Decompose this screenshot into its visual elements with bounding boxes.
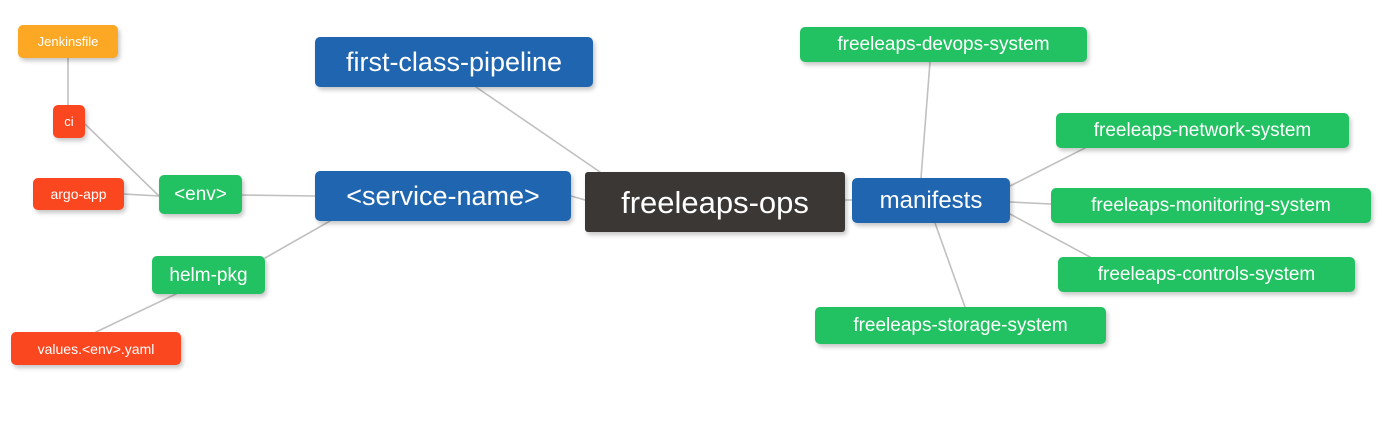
mindmap-node-label: first-class-pipeline: [345, 46, 563, 77]
mindmap-node-label: Jenkinsfile: [37, 34, 99, 49]
mindmap-node-argo-app[interactable]: argo-app: [33, 178, 124, 210]
mindmap-node-label: manifests: [879, 186, 983, 214]
edge-values-env-yaml-to-helm-pkg: [95, 293, 177, 333]
edge-manifests-to-storage-system: [934, 222, 966, 308]
mindmap-node-label: argo-app: [50, 186, 107, 202]
mindmap-node-controls-system[interactable]: freeleaps-controls-system: [1058, 257, 1355, 292]
edge-helm-pkg-to-service-name: [264, 220, 331, 259]
edge-manifests-to-devops-system: [920, 61, 931, 179]
mindmap-node-monitoring-system[interactable]: freeleaps-monitoring-system: [1051, 188, 1371, 223]
mindmap-node-label: freeleaps-network-system: [1093, 120, 1312, 141]
edge-service-name-to-freeleaps-ops: [570, 195, 586, 201]
mindmap-node-label: <env>: [174, 184, 227, 205]
mindmap-node-storage-system[interactable]: freeleaps-storage-system: [815, 307, 1106, 344]
mindmap-node-label: freeleaps-monitoring-system: [1091, 195, 1331, 216]
mindmap-node-first-class-pipeline[interactable]: first-class-pipeline: [315, 37, 593, 87]
mindmap-node-label: freeleaps-controls-system: [1097, 264, 1316, 285]
mindmap-node-label: freeleaps-storage-system: [853, 315, 1068, 336]
mindmap-node-label: freeleaps-ops: [621, 184, 809, 220]
edge-env-to-service-name: [241, 194, 316, 197]
mindmap-node-jenkinsfile[interactable]: Jenkinsfile: [18, 25, 118, 58]
edge-manifests-to-network-system: [1009, 147, 1086, 187]
mindmap-node-label: values.<env>.yaml: [37, 340, 155, 357]
mindmap-node-freeleaps-ops[interactable]: freeleaps-ops: [585, 172, 845, 232]
mindmap-node-label: <service-name>: [346, 180, 540, 211]
mindmap-node-devops-system[interactable]: freeleaps-devops-system: [800, 27, 1087, 62]
edge-first-class-pipeline-to-freeleaps-ops: [475, 86, 601, 173]
mindmap-node-label: freeleaps-devops-system: [837, 34, 1050, 55]
mindmap-node-helm-pkg[interactable]: helm-pkg: [152, 256, 265, 294]
mindmap-node-env[interactable]: <env>: [159, 175, 242, 214]
mindmap-node-label: helm-pkg: [169, 264, 248, 286]
mindmap-node-values-env-yaml[interactable]: values.<env>.yaml: [11, 332, 181, 365]
edge-argo-app-to-env: [123, 193, 160, 197]
mindmap-node-label: ci: [64, 114, 74, 129]
mindmap-node-manifests[interactable]: manifests: [852, 178, 1010, 223]
mindmap-node-network-system[interactable]: freeleaps-network-system: [1056, 113, 1349, 148]
mindmap-node-ci[interactable]: ci: [53, 105, 85, 138]
mindmap-node-service-name[interactable]: <service-name>: [315, 171, 571, 221]
edge-manifests-to-monitoring-system: [1009, 201, 1052, 205]
